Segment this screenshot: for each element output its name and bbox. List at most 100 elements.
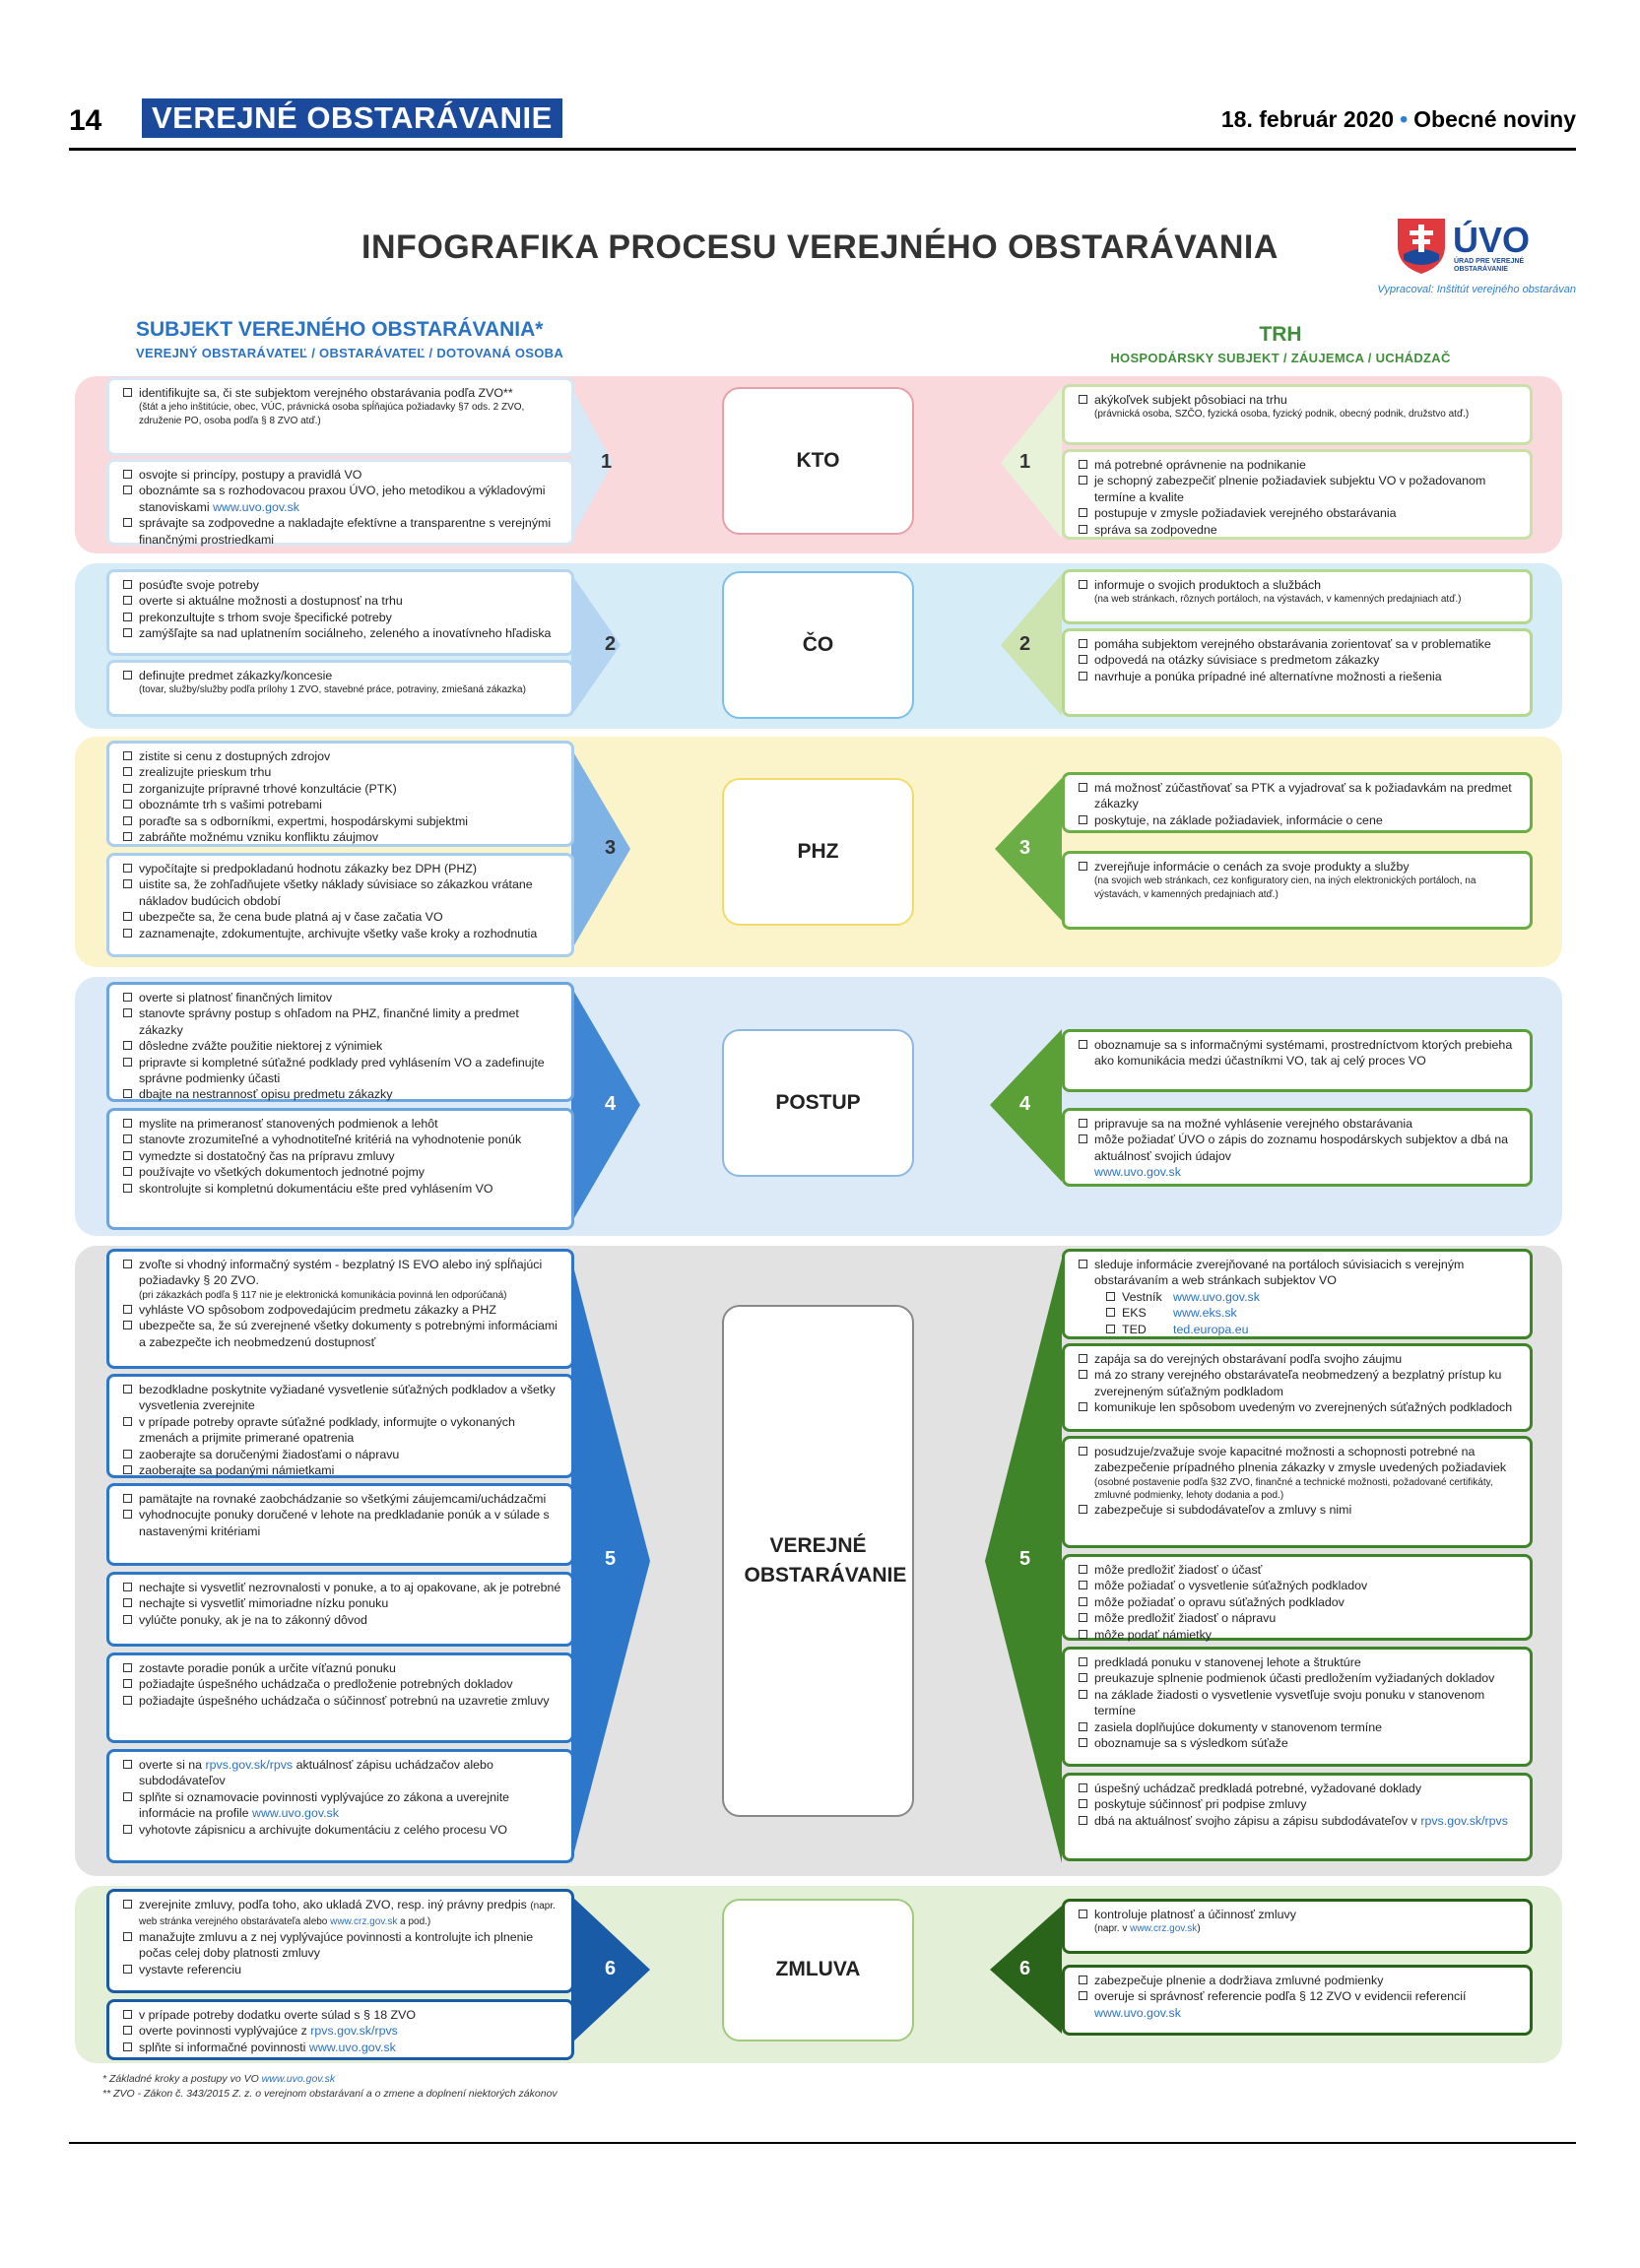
list-item: overte si aktuálne možnosti a dostupnosť… <box>123 593 561 609</box>
page-number: 14 <box>69 104 102 137</box>
uvo-link[interactable]: www.uvo.gov.sk <box>308 2040 396 2054</box>
stage-number-left-6: 6 <box>605 1958 617 1979</box>
list-item: predkladá ponuku v stanovenej lehote a š… <box>1079 1654 1520 1670</box>
list-item: ubezpečte sa, že cena bude platná aj v č… <box>123 909 561 925</box>
uvo-link[interactable]: www.uvo.gov.sk <box>1094 2005 1181 2020</box>
left-arrow-6 <box>571 1896 650 2043</box>
list-item: vypočítajte si predpokladanú hodnotu zák… <box>123 861 561 876</box>
list-item: správajte sa zodpovedne a nakladajte efe… <box>123 515 561 548</box>
uvo-link[interactable]: www.uvo.gov.sk <box>261 2073 336 2085</box>
header-meta: 18. február 2020•Obecné noviny <box>1221 106 1576 133</box>
list-item: môže podať námietky <box>1079 1627 1520 1643</box>
right-box-5e: predkladá ponuku v stanovenej lehote a š… <box>1062 1647 1533 1767</box>
separator-dot: • <box>1400 106 1409 132</box>
newspaper-name: Obecné noviny <box>1413 106 1576 132</box>
right-arrow-4 <box>990 1029 1062 1182</box>
logo-line2: OBSTARÁVANIE <box>1454 264 1508 273</box>
left-box-5a: zvoľte si vhodný informačný systém - bez… <box>106 1249 574 1369</box>
stage-box-kto: KTO <box>722 387 914 535</box>
list-item: zaznamenajte, zdokumentujte, archivujte … <box>123 926 561 941</box>
page-header: 14 VEREJNÉ OBSTARÁVANIE 18. február 2020… <box>69 98 1576 150</box>
stage-box-postup: POSTUP <box>722 1029 914 1177</box>
right-box-5d: môže predložiť žiadosť o účasť môže poži… <box>1062 1554 1533 1643</box>
rpvs-link[interactable]: rpvs.gov.sk/rpvs <box>205 1758 294 1772</box>
stage-number-right-4: 4 <box>1019 1093 1031 1115</box>
left-box-5b: bezodkladne poskytnite vyžiadané vysvetl… <box>106 1374 574 1478</box>
left-arrow-4 <box>571 987 640 1223</box>
logo-line1: ÚRAD PRE VEREJNÉ <box>1454 256 1525 265</box>
list-item: preukazuje splnenie podmienok účasti pre… <box>1079 1670 1520 1686</box>
uvo-link[interactable]: www.uvo.gov.sk <box>1173 1289 1260 1304</box>
list-item: zostavte poradie ponúk a určite víťaznú … <box>123 1660 561 1676</box>
stage-number-right-5: 5 <box>1019 1548 1031 1570</box>
left-box-1a: identifikujte sa, či ste subjektom verej… <box>106 377 574 456</box>
list-item: dbajte na nestrannosť opisu predmetu zák… <box>123 1086 561 1102</box>
infographic-title: INFOGRAFIKA PROCESU VEREJNÉHO OBSTARÁVAN… <box>361 228 1279 266</box>
right-box-2a: informuje o svojich produktoch a službác… <box>1062 569 1533 624</box>
left-box-1b: osvojte si princípy, postupy a pravidlá … <box>106 459 574 548</box>
list-item: zistite si cenu z dostupných zdrojov <box>123 748 561 764</box>
stage-box-co: ČO <box>722 571 914 719</box>
crz-link[interactable]: www.crz.gov.sk <box>330 1916 398 1928</box>
list-item: vylúčte ponuky, ak je na to zákonný dôvo… <box>123 1612 561 1628</box>
list-item: vyhláste VO spôsobom zodpovedajúcim pred… <box>123 1302 561 1318</box>
issue-date: 18. február 2020 <box>1220 106 1395 132</box>
stage-number-right-2: 2 <box>1019 633 1031 655</box>
left-arrow-3 <box>571 748 630 950</box>
list-item: zaoberajte sa doručenými žiadosťami o ná… <box>123 1447 561 1462</box>
list-item: sleduje informácie zverejňované na portá… <box>1079 1257 1520 1289</box>
list-item: splňte si oznamovacie povinnosti vyplýva… <box>123 1789 561 1822</box>
list-item: poskytuje súčinnosť pri podpise zmluvy <box>1079 1796 1520 1812</box>
left-box-2a: posúďte svoje potreby overte si aktuálne… <box>106 569 574 656</box>
right-box-4a: oboznamuje sa s informačnými systémami, … <box>1062 1029 1533 1092</box>
uvo-link[interactable]: www.uvo.gov.sk <box>213 499 299 514</box>
list-item: v prípade potreby opravte súťažné podkla… <box>123 1414 561 1447</box>
crz-link[interactable]: www.crz.gov.sk <box>1130 1923 1198 1935</box>
list-item: používajte vo všetkých dokumentoch jedno… <box>123 1164 561 1180</box>
list-item: uistite sa, že zohľadňujete všetky nákla… <box>123 876 561 909</box>
right-arrow-1 <box>1001 387 1062 539</box>
right-box-5a: sleduje informácie zverejňované na portá… <box>1062 1249 1533 1339</box>
list-item: poskytuje, na základe požiadaviek, infor… <box>1079 812 1520 828</box>
list-item: zabezpečuje plnenie a dodržiava zmluvné … <box>1079 1973 1520 1988</box>
rpvs-link[interactable]: rpvs.gov.sk/rpvs <box>1420 1813 1508 1828</box>
list-item: oboznamuje sa s informačnými systémami, … <box>1079 1037 1520 1069</box>
list-item: komunikuje len spôsobom uvedeným vo zver… <box>1079 1399 1520 1415</box>
list-item: navrhuje a ponúka prípadné iné alternatí… <box>1079 669 1520 684</box>
right-arrow-3 <box>995 778 1062 921</box>
list-item: v prípade potreby dodatku overte súlad s… <box>123 2007 561 2023</box>
uvo-link[interactable]: www.uvo.gov.sk <box>1094 1165 1181 1180</box>
stage-box-vo-label: VEREJNÉ OBSTARÁVANIE <box>744 1533 907 1587</box>
right-box-1b: má potrebné oprávnenie na podnikanie je … <box>1062 449 1533 540</box>
right-box-6b: zabezpečuje plnenie a dodržiava zmluvné … <box>1062 1965 1533 2036</box>
list-item: vyhotovte zápisnicu a archivujte dokumen… <box>123 1822 561 1838</box>
list-item: môže predložiť žiadosť o nápravu <box>1079 1610 1520 1626</box>
list-item: požiadajte úspešného uchádzača o predlož… <box>123 1676 561 1692</box>
list-item: overte si na rpvs.gov.sk/rpvs aktuálnosť… <box>123 1757 561 1789</box>
section-title: VEREJNÉ OBSTARÁVANIE <box>142 98 562 138</box>
list-item: postupuje v zmysle požiadaviek verejného… <box>1079 505 1520 521</box>
left-box-3b: vypočítajte si predpokladanú hodnotu zák… <box>106 853 574 957</box>
right-column-heading: TRH HOSPODÁRSKY SUBJEKT / ZÁUJEMCA / UCH… <box>1083 323 1477 365</box>
uvo-link[interactable]: www.uvo.gov.sk <box>252 1806 339 1821</box>
list-item: osvojte si princípy, postupy a pravidlá … <box>123 467 561 483</box>
right-arrow-5 <box>985 1259 1062 1863</box>
stage-box-vo: VEREJNÉ OBSTARÁVANIE <box>722 1305 914 1817</box>
stage-number-right-3: 3 <box>1019 837 1031 859</box>
footnotes: * Základné kroky a postupy vo VO www.uvo… <box>102 2072 558 2102</box>
list-item: oboznámte trh s vašimi potrebami <box>123 797 561 812</box>
list-item: nechajte si vysvetliť nezrovnalosti v po… <box>123 1580 561 1595</box>
logo-credit: Vypracoval: Inštitút verejného obstaráva… <box>1377 284 1576 295</box>
eks-link[interactable]: www.eks.sk <box>1173 1306 1237 1321</box>
ted-link[interactable]: ted.europa.eu <box>1173 1322 1249 1336</box>
list-item: požiadajte úspešného uchádzača o súčinno… <box>123 1693 561 1709</box>
list-item: posudzuje/zvažuje svoje kapacitné možnos… <box>1079 1444 1520 1502</box>
list-item: zaoberajte sa podanými námietkami <box>123 1462 561 1478</box>
left-box-5e: zostavte poradie ponúk a určite víťaznú … <box>106 1652 574 1743</box>
left-box-4b: myslite na primeranosť stanovených podmi… <box>106 1108 574 1230</box>
list-item: pripravuje sa na možné vyhlásenie verejn… <box>1079 1116 1520 1132</box>
rpvs-link[interactable]: rpvs.gov.sk/rpvs <box>310 2024 398 2039</box>
list-item: dbá na aktuálnosť svojho zápisu a zápisu… <box>1079 1813 1520 1829</box>
